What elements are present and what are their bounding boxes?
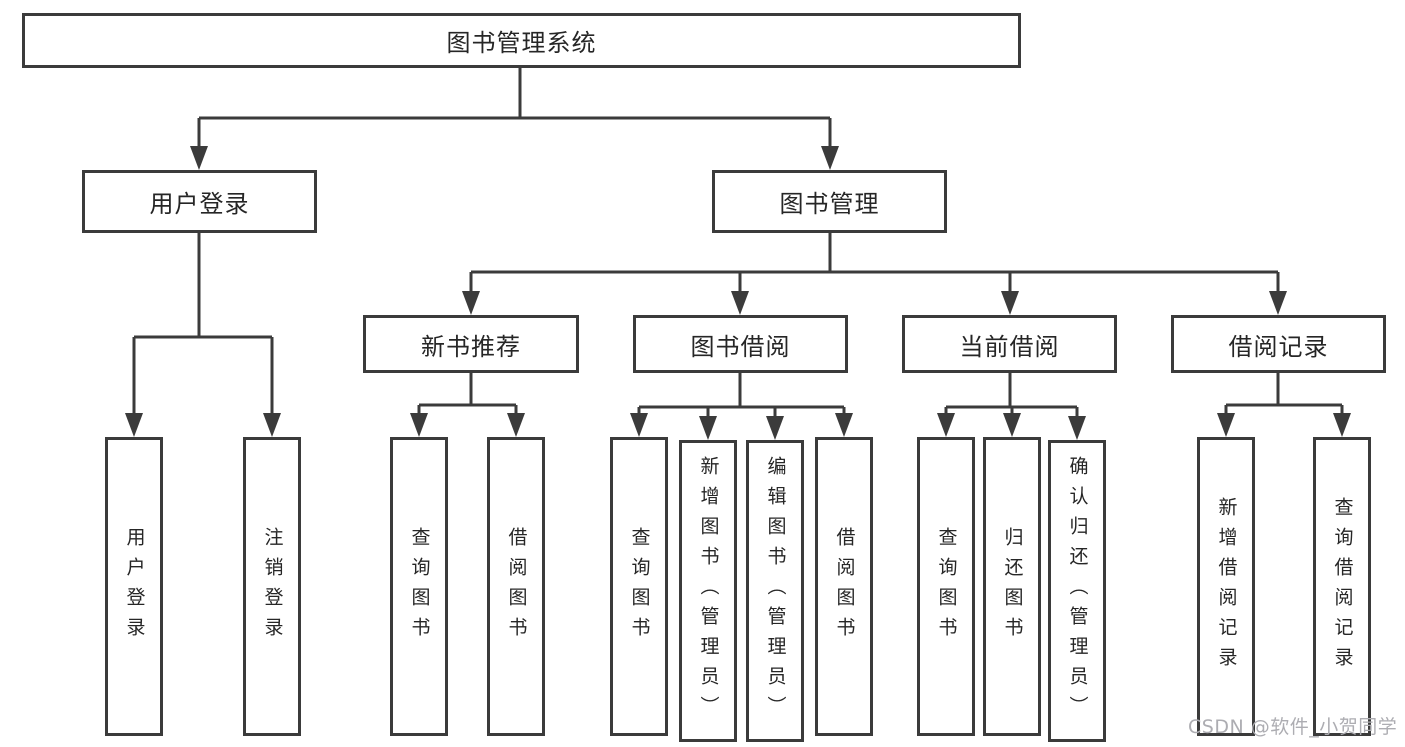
node-label: 查询图书: [408, 526, 431, 647]
node-add-borrow-record: 新增借阅记录: [1197, 437, 1255, 736]
node-query-borrow-record: 查询借阅记录: [1313, 437, 1371, 736]
node-logout: 注销登录: [243, 437, 301, 736]
node-edit-books-admin: 编辑图书（管理员）: [746, 440, 804, 742]
node-label: 借阅图书: [833, 526, 856, 647]
node-new-book-recommend: 新书推荐: [363, 315, 579, 373]
node-label: 确认归还（管理员）: [1066, 456, 1089, 726]
node-label: 查询图书: [935, 526, 958, 647]
node-book-management: 图书管理: [712, 170, 947, 233]
node-label: 查询图书: [628, 526, 651, 647]
node-query-books-borrow: 查询图书: [610, 437, 668, 736]
node-label: 新增图书（管理员）: [697, 456, 720, 726]
node-user-login-action: 用户登录: [105, 437, 163, 736]
node-label: 新增借阅记录: [1215, 496, 1238, 677]
csdn-watermark: CSDN @软件_小贺同学: [1188, 716, 1398, 738]
node-label: 编辑图书（管理员）: [764, 456, 787, 726]
node-borrow-books: 借阅图书: [815, 437, 873, 736]
node-query-books-current: 查询图书: [917, 437, 975, 736]
node-confirm-return-admin: 确认归还（管理员）: [1048, 440, 1106, 742]
node-current-borrow: 当前借阅: [902, 315, 1117, 373]
node-label: 借阅图书: [505, 526, 528, 647]
node-label: 查询借阅记录: [1331, 496, 1354, 677]
node-label: 归还图书: [1001, 526, 1024, 647]
node-borrow-books-recommend: 借阅图书: [487, 437, 545, 736]
arrowheads: [125, 146, 1351, 440]
node-label: 用户登录: [123, 526, 146, 647]
node-label: 注销登录: [261, 526, 284, 647]
node-add-books-admin: 新增图书（管理员）: [679, 440, 737, 742]
node-borrow-records: 借阅记录: [1171, 315, 1386, 373]
node-library-management-system: 图书管理系统: [22, 13, 1021, 68]
node-query-books-recommend: 查询图书: [390, 437, 448, 736]
node-book-borrow: 图书借阅: [633, 315, 848, 373]
node-return-books: 归还图书: [983, 437, 1041, 736]
node-user-login: 用户登录: [82, 170, 317, 233]
